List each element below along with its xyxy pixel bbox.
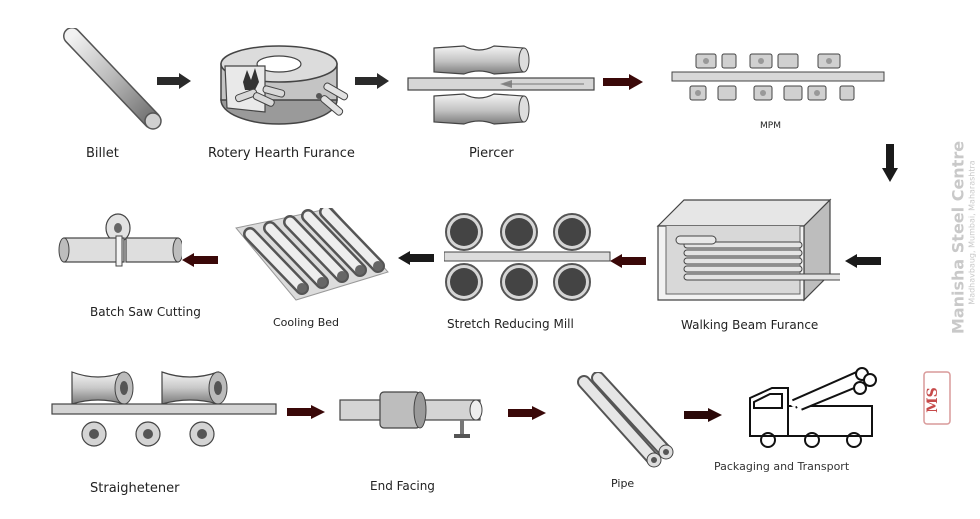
arrow-down-icon (882, 144, 898, 182)
piercer-illustration (404, 40, 599, 130)
company-logo-icon: MS (922, 370, 952, 426)
logo-text: MS (925, 387, 941, 413)
watermark-company-name: Manisha Steel Centre (948, 140, 968, 335)
billet-label: Billet (86, 146, 119, 161)
pipe-label: Pipe (611, 477, 635, 490)
arrow-right-icon (287, 405, 325, 419)
arrow-right-icon (603, 74, 643, 90)
straightener-illustration (50, 368, 278, 454)
rotary-hearth-furnace-illustration (215, 42, 355, 132)
arrow-right-icon (508, 406, 546, 420)
saw-cutting-label: Batch Saw Cutting (90, 305, 201, 319)
straightener-label: Straighetener (90, 481, 180, 496)
end-facing-label: End Facing (370, 479, 435, 493)
arrow-left-icon (845, 254, 881, 268)
arrow-right-icon (684, 408, 722, 422)
cooling-bed-illustration (232, 208, 392, 306)
piercer-label: Piercer (469, 146, 514, 161)
company-watermark: Manisha Steel Centre Madhavbaug, Mumbai,… (924, 141, 980, 352)
mpm-illustration (668, 48, 888, 108)
packaging-label: Packaging and Transport (714, 460, 850, 473)
walking-beam-furnace-illustration (654, 196, 840, 308)
pipe-illustration (572, 372, 676, 476)
mpm-label: MPM (760, 121, 781, 131)
packaging-truck-illustration (742, 366, 882, 456)
arrow-left-icon (398, 251, 434, 265)
billet-illustration (60, 28, 170, 133)
end-facing-illustration (336, 386, 486, 444)
walking-beam-label: Walking Beam Furance (681, 318, 819, 332)
rotary-furnace-label: Rotery Hearth Furance (208, 146, 355, 161)
stretch-mill-label: Stretch Reducing Mill (447, 317, 574, 331)
arrow-right-icon (355, 73, 389, 89)
arrow-left-icon (610, 254, 646, 268)
arrow-right-icon (157, 73, 191, 89)
cooling-bed-label: Cooling Bed (273, 316, 339, 329)
arrow-left-icon (182, 253, 218, 267)
stretch-reducing-mill-illustration (444, 212, 612, 302)
watermark-address: Madhavbaug, Mumbai, Maharashtra (967, 160, 977, 305)
batch-saw-cutting-illustration (58, 208, 182, 274)
